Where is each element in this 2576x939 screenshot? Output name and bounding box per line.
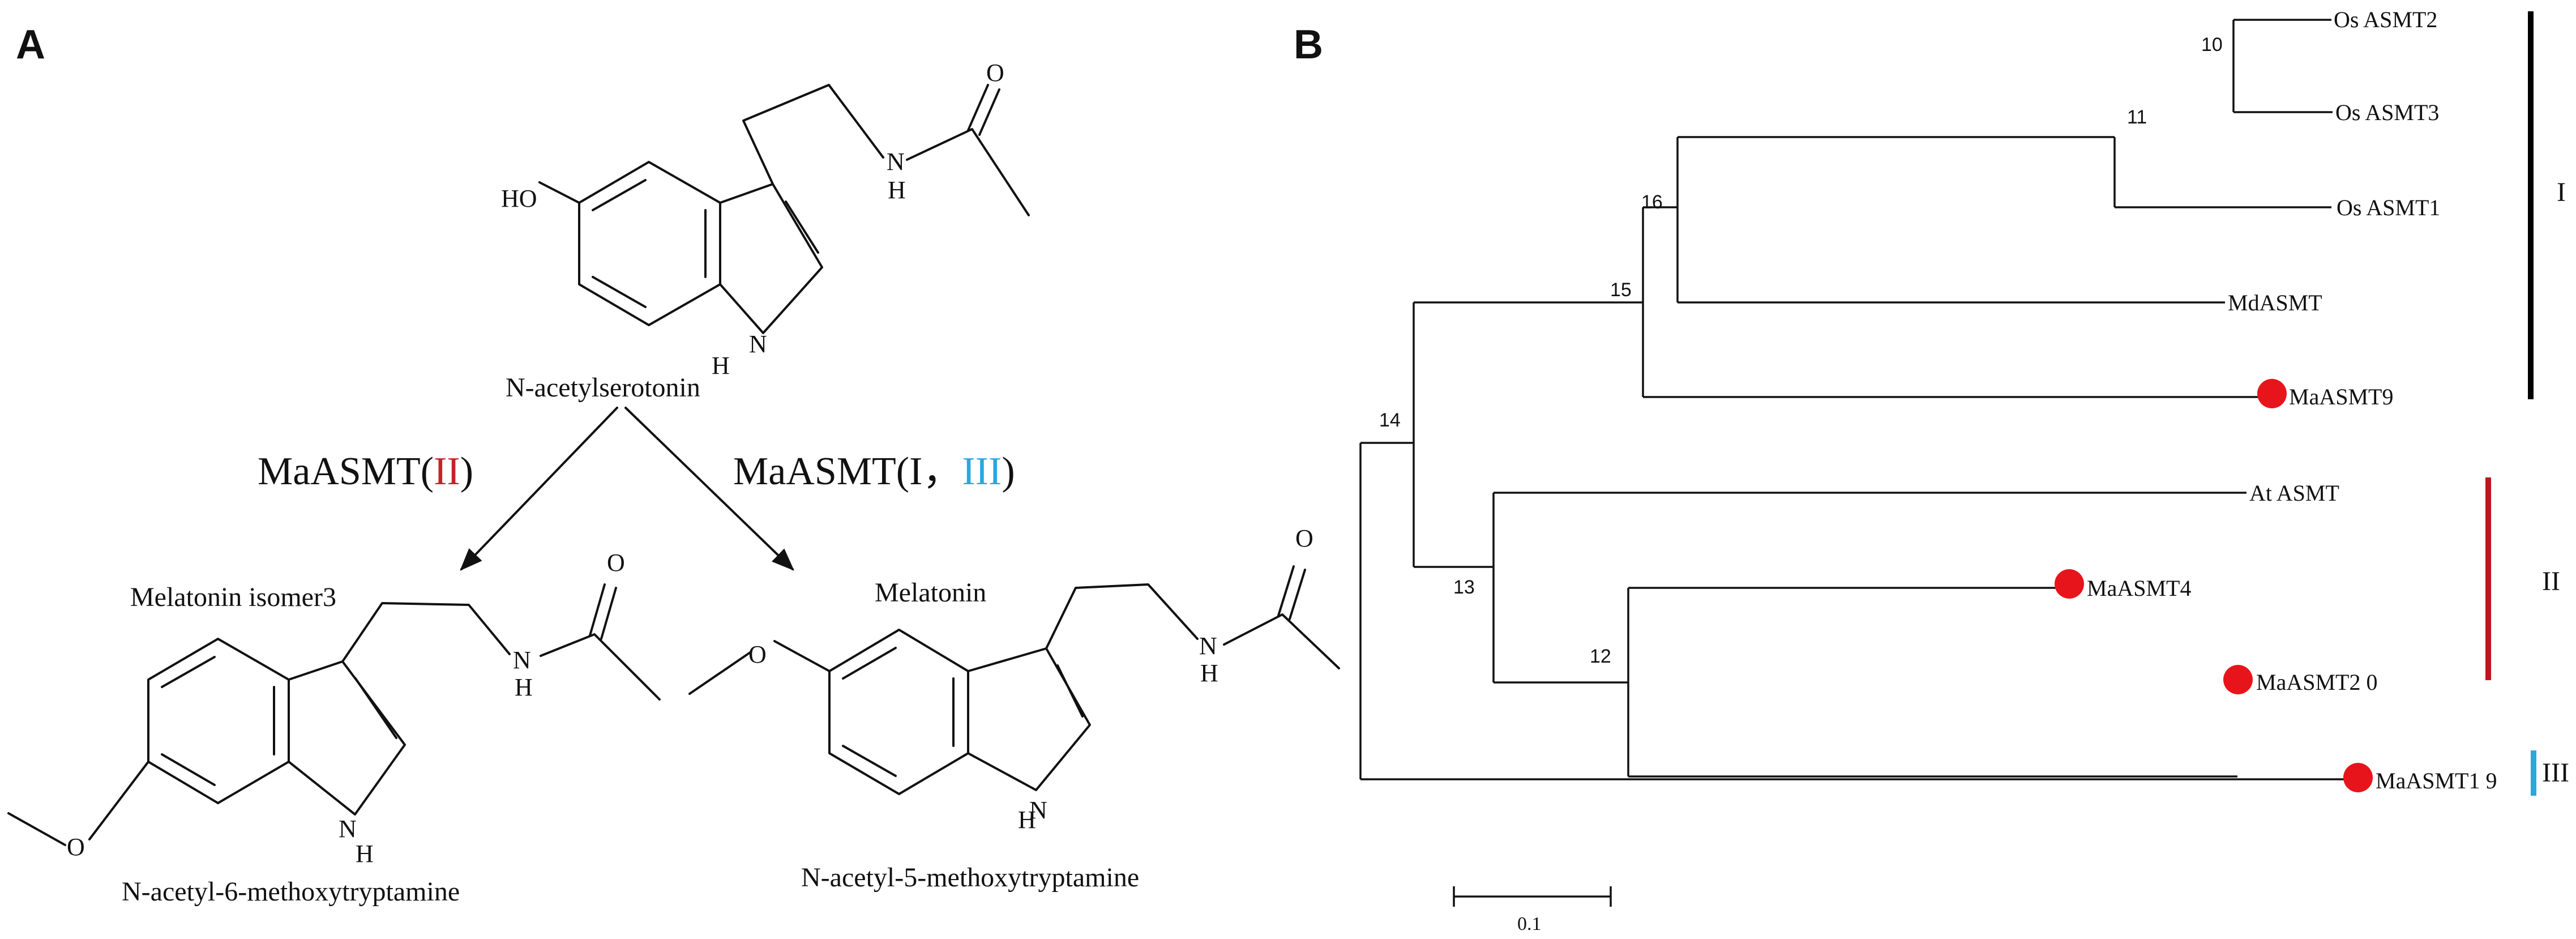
bootstrap-14: 14 [1379,409,1401,431]
product-right-name: N-acetyl-5-methoxytryptamine [801,863,1139,893]
substrate-atom-ho: HO [501,185,537,212]
bootstrap-16: 16 [1641,191,1663,213]
tip-label-maasmt20: MaASMT2 0 [2256,669,2377,695]
arrow-left [460,407,618,571]
tree-vertical-connectors [1359,20,2235,779]
substrate-name: N-acetylserotonin [506,373,700,403]
arrow-right [624,407,794,571]
tip-label-osasmt1: Os ASMT1 [2337,195,2440,220]
substrate-atom-nh-n: N [749,330,767,358]
highlight-dot-maasmt19 [2343,763,2373,792]
enzyme-right-sep: ， [922,450,962,493]
product-left-atom-o: O [607,549,625,577]
clade-bar-ii [2485,477,2491,680]
product-left-amide-bonds [540,633,661,701]
product-left-side-chain [341,602,511,663]
product-left-top-label: Melatonin isomer3 [130,582,336,612]
enzyme-left-group: II [434,450,460,493]
clade-label-i: I [2557,177,2566,207]
substrate-benzene-inner-bonds [592,179,707,308]
tip-label-maasmt4: MaASMT4 [2087,575,2191,601]
product-left-pyrrole-ring [288,660,406,816]
substrate-atom-nh-h: H [712,352,730,379]
scale-bar [1453,886,1612,907]
product-right-carbonyl-bond [1277,565,1306,620]
substrate-atom-h: H [888,176,906,204]
product-right-atom-om: O [748,641,767,668]
enzyme-right-prefix: MaASMT( [733,450,909,493]
substrate-structure: HO N H O N H [501,59,1030,379]
product-left-atom-n: N [513,646,531,674]
tip-label-atasmt: At ASMT [2249,480,2339,506]
clade-label-ii: II [2542,566,2560,596]
product-left-atom-om: O [67,833,85,861]
product-left-atom-nh-h: H [356,840,374,868]
substrate-amide-bonds [906,128,1030,216]
panel-b-label: B [1294,22,1323,67]
bootstrap-12: 12 [1590,646,1611,667]
enzyme-left-suffix: ) [460,450,473,493]
product-right-atom-o: O [1295,524,1313,552]
enzyme-right-group2: III [962,450,1002,493]
substrate-atom-n: N [887,148,905,176]
tip-label-mdasmt: MdASMT [2228,290,2322,315]
panel-a-label: A [16,22,45,67]
clade-label-iii: III [2542,758,2569,788]
bootstrap-11: 11 [2127,106,2147,128]
product-right-pyrrole-double-bond [1056,664,1084,718]
product-right-atom-h: H [1200,659,1218,687]
product-left-atom-h: H [515,673,533,701]
product-left-benzene-inner-bonds [161,656,275,786]
tip-label-osasmt3: Os ASMT3 [2335,100,2439,125]
tip-label-osasmt2: Os ASMT2 [2334,7,2437,32]
tip-label-maasmt9: MaASMT9 [2289,384,2393,409]
product-left-carbonyl-bond [589,583,617,640]
product-right-side-chain [1045,583,1199,650]
enzyme-right-group1: I [909,450,922,493]
product-right-amide-bonds [1223,613,1340,669]
substrate-benzene-ring [578,161,721,326]
bootstrap-15: 15 [1610,279,1632,301]
highlight-dot-maasmt9 [2257,379,2287,408]
substrate-carbonyl-bond [967,84,1000,136]
bootstrap-10: 10 [2201,34,2223,56]
product-right-atom-nh-h: H [1018,806,1036,834]
product-right-structure: O N H N H O [688,524,1340,834]
highlight-dot-maasmt20 [2223,665,2253,694]
product-left-methoxy-bonds [7,761,149,846]
product-left-pyrrole-double-bond [354,677,397,739]
scale-bar-label: 0.1 [1517,914,1542,934]
product-left-atom-nh-n: N [339,815,357,843]
product-right-atom-n: N [1199,632,1217,660]
tip-label-maasmt19: MaASMT1 9 [2376,768,2497,793]
bootstrap-13: 13 [1453,577,1475,598]
product-right-pyrrole-ring [967,647,1091,791]
enzyme-left-prefix: MaASMT( [258,450,434,493]
substrate-pyrrole-ring [719,183,823,334]
product-right-top-label: Melatonin [875,578,986,608]
clade-bar-i [2528,11,2534,399]
substrate-atom-o: O [986,59,1004,87]
product-right-methoxy-bonds [688,640,831,695]
tree-horizontal-branches [1360,19,2352,780]
product-left-benzene-ring [147,638,290,804]
highlight-dot-maasmt4 [2055,569,2084,599]
phylo-tree [1359,19,2352,780]
clade-bar-iii [2531,750,2536,796]
product-right-atom-nh-n: N [1029,796,1047,824]
substrate-hydroxyl-bond [538,181,580,204]
product-left-structure: O N H N H O [7,549,661,868]
product-left-name: N-acetyl-6-methoxytryptamine [122,877,460,907]
substrate-side-chain [742,84,884,185]
product-right-benzene-inner-bonds [842,647,955,777]
enzyme-left-label: MaASMT(II) [258,450,473,493]
enzyme-right-suffix: ) [1002,450,1015,493]
enzyme-right-label: MaASMT(I，III) [733,450,1015,493]
substrate-pyrrole-double-bond [785,200,819,254]
product-right-benzene-ring [828,629,969,795]
